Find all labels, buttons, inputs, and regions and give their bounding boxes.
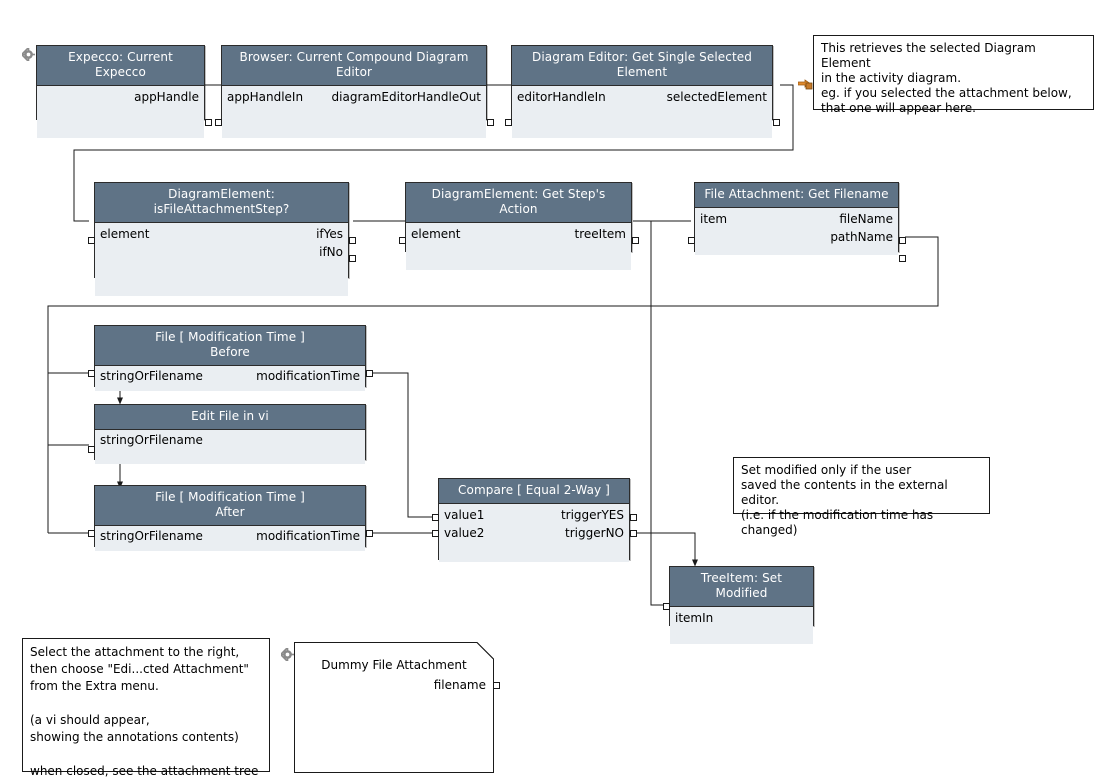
input-port-stringOrFilename[interactable] <box>88 446 95 453</box>
input-port-itemIn[interactable] <box>663 603 670 610</box>
port-label-appHandle: appHandle <box>134 90 199 104</box>
port-label-element: element <box>411 227 461 241</box>
port-label-ifNo: ifNo <box>319 245 343 259</box>
input-port-element[interactable] <box>399 237 406 244</box>
block-title: Browser: Current Compound Diagram Editor <box>222 46 486 86</box>
block-file-modtime-before[interactable]: File [ Modification Time ] Before string… <box>88 325 373 391</box>
port-label-modificationTime: modificationTime <box>256 529 360 543</box>
port-label-selectedElement: selectedElement <box>666 90 767 104</box>
block-title: File Attachment: Get Filename <box>695 183 898 208</box>
gear-icon <box>20 46 35 63</box>
port-label-modificationTime: modificationTime <box>256 369 360 383</box>
block-is-file-attachment-step[interactable]: DiagramElement: isFileAttachmentStep? el… <box>88 182 356 296</box>
block-edit-file-in-vi[interactable]: Edit File in vi stringOrFilename <box>88 404 366 464</box>
block-title: DiagramElement: isFileAttachmentStep? <box>95 183 348 223</box>
block-title: TreeItem: Set Modified <box>670 567 813 607</box>
port-label-value2: value2 <box>444 526 485 540</box>
port-label-ifYes: ifYes <box>316 227 343 241</box>
output-port-ifYes[interactable] <box>349 237 356 244</box>
port-label-triggerYES: triggerYES <box>560 508 624 522</box>
note-selected-element: This retrieves the selected Diagram Elem… <box>813 35 1094 115</box>
port-label-diagramEditorHandleOut: diagramEditorHandleOut <box>331 90 481 104</box>
input-port-value2[interactable] <box>432 530 439 537</box>
block-file-modtime-after[interactable]: File [ Modification Time ] After stringO… <box>88 485 373 551</box>
port-label-editorHandleIn: editorHandleIn <box>517 90 606 104</box>
block-title: File [ Modification Time ] Before <box>95 326 365 366</box>
input-port-appHandleIn[interactable] <box>215 119 222 126</box>
port-label-itemIn: itemIn <box>675 611 714 625</box>
block-title: Compare [ Equal 2-Way ] <box>439 479 629 504</box>
port-label-treeItem: treeItem <box>574 227 626 241</box>
output-port-pathName[interactable] <box>899 255 906 262</box>
output-port-ifNo[interactable] <box>349 255 356 262</box>
block-compare-equal[interactable]: Compare [ Equal 2-Way ] value1 triggerYE… <box>432 478 637 562</box>
block-get-filename[interactable]: File Attachment: Get Filename item fileN… <box>688 182 906 262</box>
port-label-stringOrFilename: stringOrFilename <box>100 529 203 543</box>
output-port-triggerYES[interactable] <box>630 514 637 521</box>
note-set-modified: Set modified only if the user saved the … <box>733 457 990 537</box>
input-port-value1[interactable] <box>432 514 439 521</box>
port-label-triggerNO: triggerNO <box>565 526 624 540</box>
port-label-stringOrFilename: stringOrFilename <box>100 433 203 447</box>
port-label-item: item <box>700 212 728 226</box>
pointing-hand-icon <box>797 76 813 90</box>
output-port-triggerNO[interactable] <box>630 530 637 537</box>
port-label-filename: filename <box>433 678 486 692</box>
port-label-stringOrFilename: stringOrFilename <box>100 369 203 383</box>
input-port-item[interactable] <box>688 237 695 244</box>
block-title: DiagramElement: Get Step's Action <box>406 183 631 223</box>
output-port-modificationTime[interactable] <box>366 370 373 377</box>
block-title: File [ Modification Time ] After <box>95 486 365 526</box>
folded-corner-shape <box>294 642 494 773</box>
port-label-pathName: pathName <box>830 230 893 244</box>
block-get-steps-action[interactable]: DiagramElement: Get Step's Action elemen… <box>399 182 639 270</box>
port-label-appHandleIn: appHandleIn <box>227 90 304 104</box>
block-expecco[interactable]: Expecco: Current Expecco appHandle <box>36 45 212 138</box>
port-label-element: element <box>100 227 150 241</box>
dummy-attachment-title: Dummy File Attachment <box>321 658 467 672</box>
output-port-treeItem[interactable] <box>632 237 639 244</box>
output-port-selectedElement[interactable] <box>773 119 780 126</box>
block-title: Diagram Editor: Get Single Selected Elem… <box>512 46 772 86</box>
port-label-value1: value1 <box>444 508 485 522</box>
note-instructions: Select the attachment to the right, then… <box>22 638 270 778</box>
block-dummy-file-attachment[interactable]: Dummy File Attachment filename <box>294 642 500 773</box>
input-port-stringOrFilename[interactable] <box>88 370 95 377</box>
block-treeitem-set-modified[interactable]: TreeItem: Set Modified itemIn <box>663 566 814 644</box>
output-port-modificationTime[interactable] <box>366 530 373 537</box>
output-port-appHandle[interactable] <box>205 119 212 126</box>
block-diagram-editor[interactable]: Diagram Editor: Get Single Selected Elem… <box>505 45 780 138</box>
block-title: Edit File in vi <box>95 405 365 430</box>
block-title: Expecco: Current Expecco <box>37 46 204 86</box>
output-port-filename[interactable] <box>493 682 500 689</box>
block-browser[interactable]: Browser: Current Compound Diagram Editor… <box>215 45 494 138</box>
input-port-element[interactable] <box>88 237 95 244</box>
output-port-fileName[interactable] <box>899 237 906 244</box>
gear-icon <box>279 646 294 663</box>
input-port-stringOrFilename[interactable] <box>88 530 95 537</box>
port-label-fileName: fileName <box>839 212 893 226</box>
input-port-editorHandleIn[interactable] <box>505 119 512 126</box>
output-port-diagramEditorHandleOut[interactable] <box>487 119 494 126</box>
